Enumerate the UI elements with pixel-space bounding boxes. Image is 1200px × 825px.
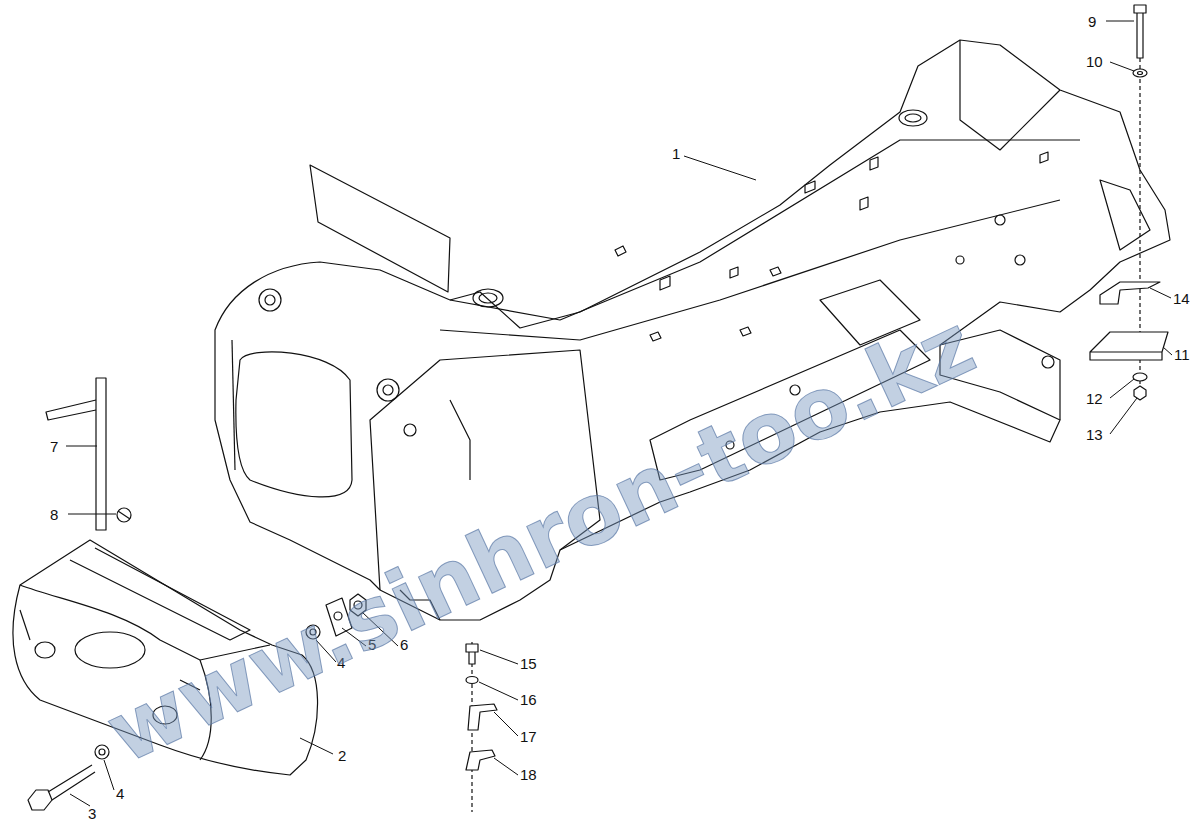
callout-number: 2 (338, 748, 346, 763)
callout-number: 8 (50, 507, 58, 522)
callout-number: 11 (1174, 347, 1190, 362)
callout-number: 14 (1173, 291, 1190, 306)
callout-number: 16 (520, 692, 537, 707)
callout-number: 15 (520, 656, 537, 671)
callout-number: 17 (520, 729, 537, 744)
callout-number: 10 (1086, 54, 1103, 69)
callout-number: 9 (1088, 14, 1096, 29)
callout-number: 12 (1086, 391, 1103, 406)
callout-number: 18 (520, 767, 537, 782)
callout-number: 3 (88, 806, 96, 821)
callout-number: 7 (50, 439, 58, 454)
callout-number: 13 (1086, 427, 1103, 442)
callout-number: 4 (116, 786, 124, 801)
callout-number: 1 (672, 146, 680, 161)
